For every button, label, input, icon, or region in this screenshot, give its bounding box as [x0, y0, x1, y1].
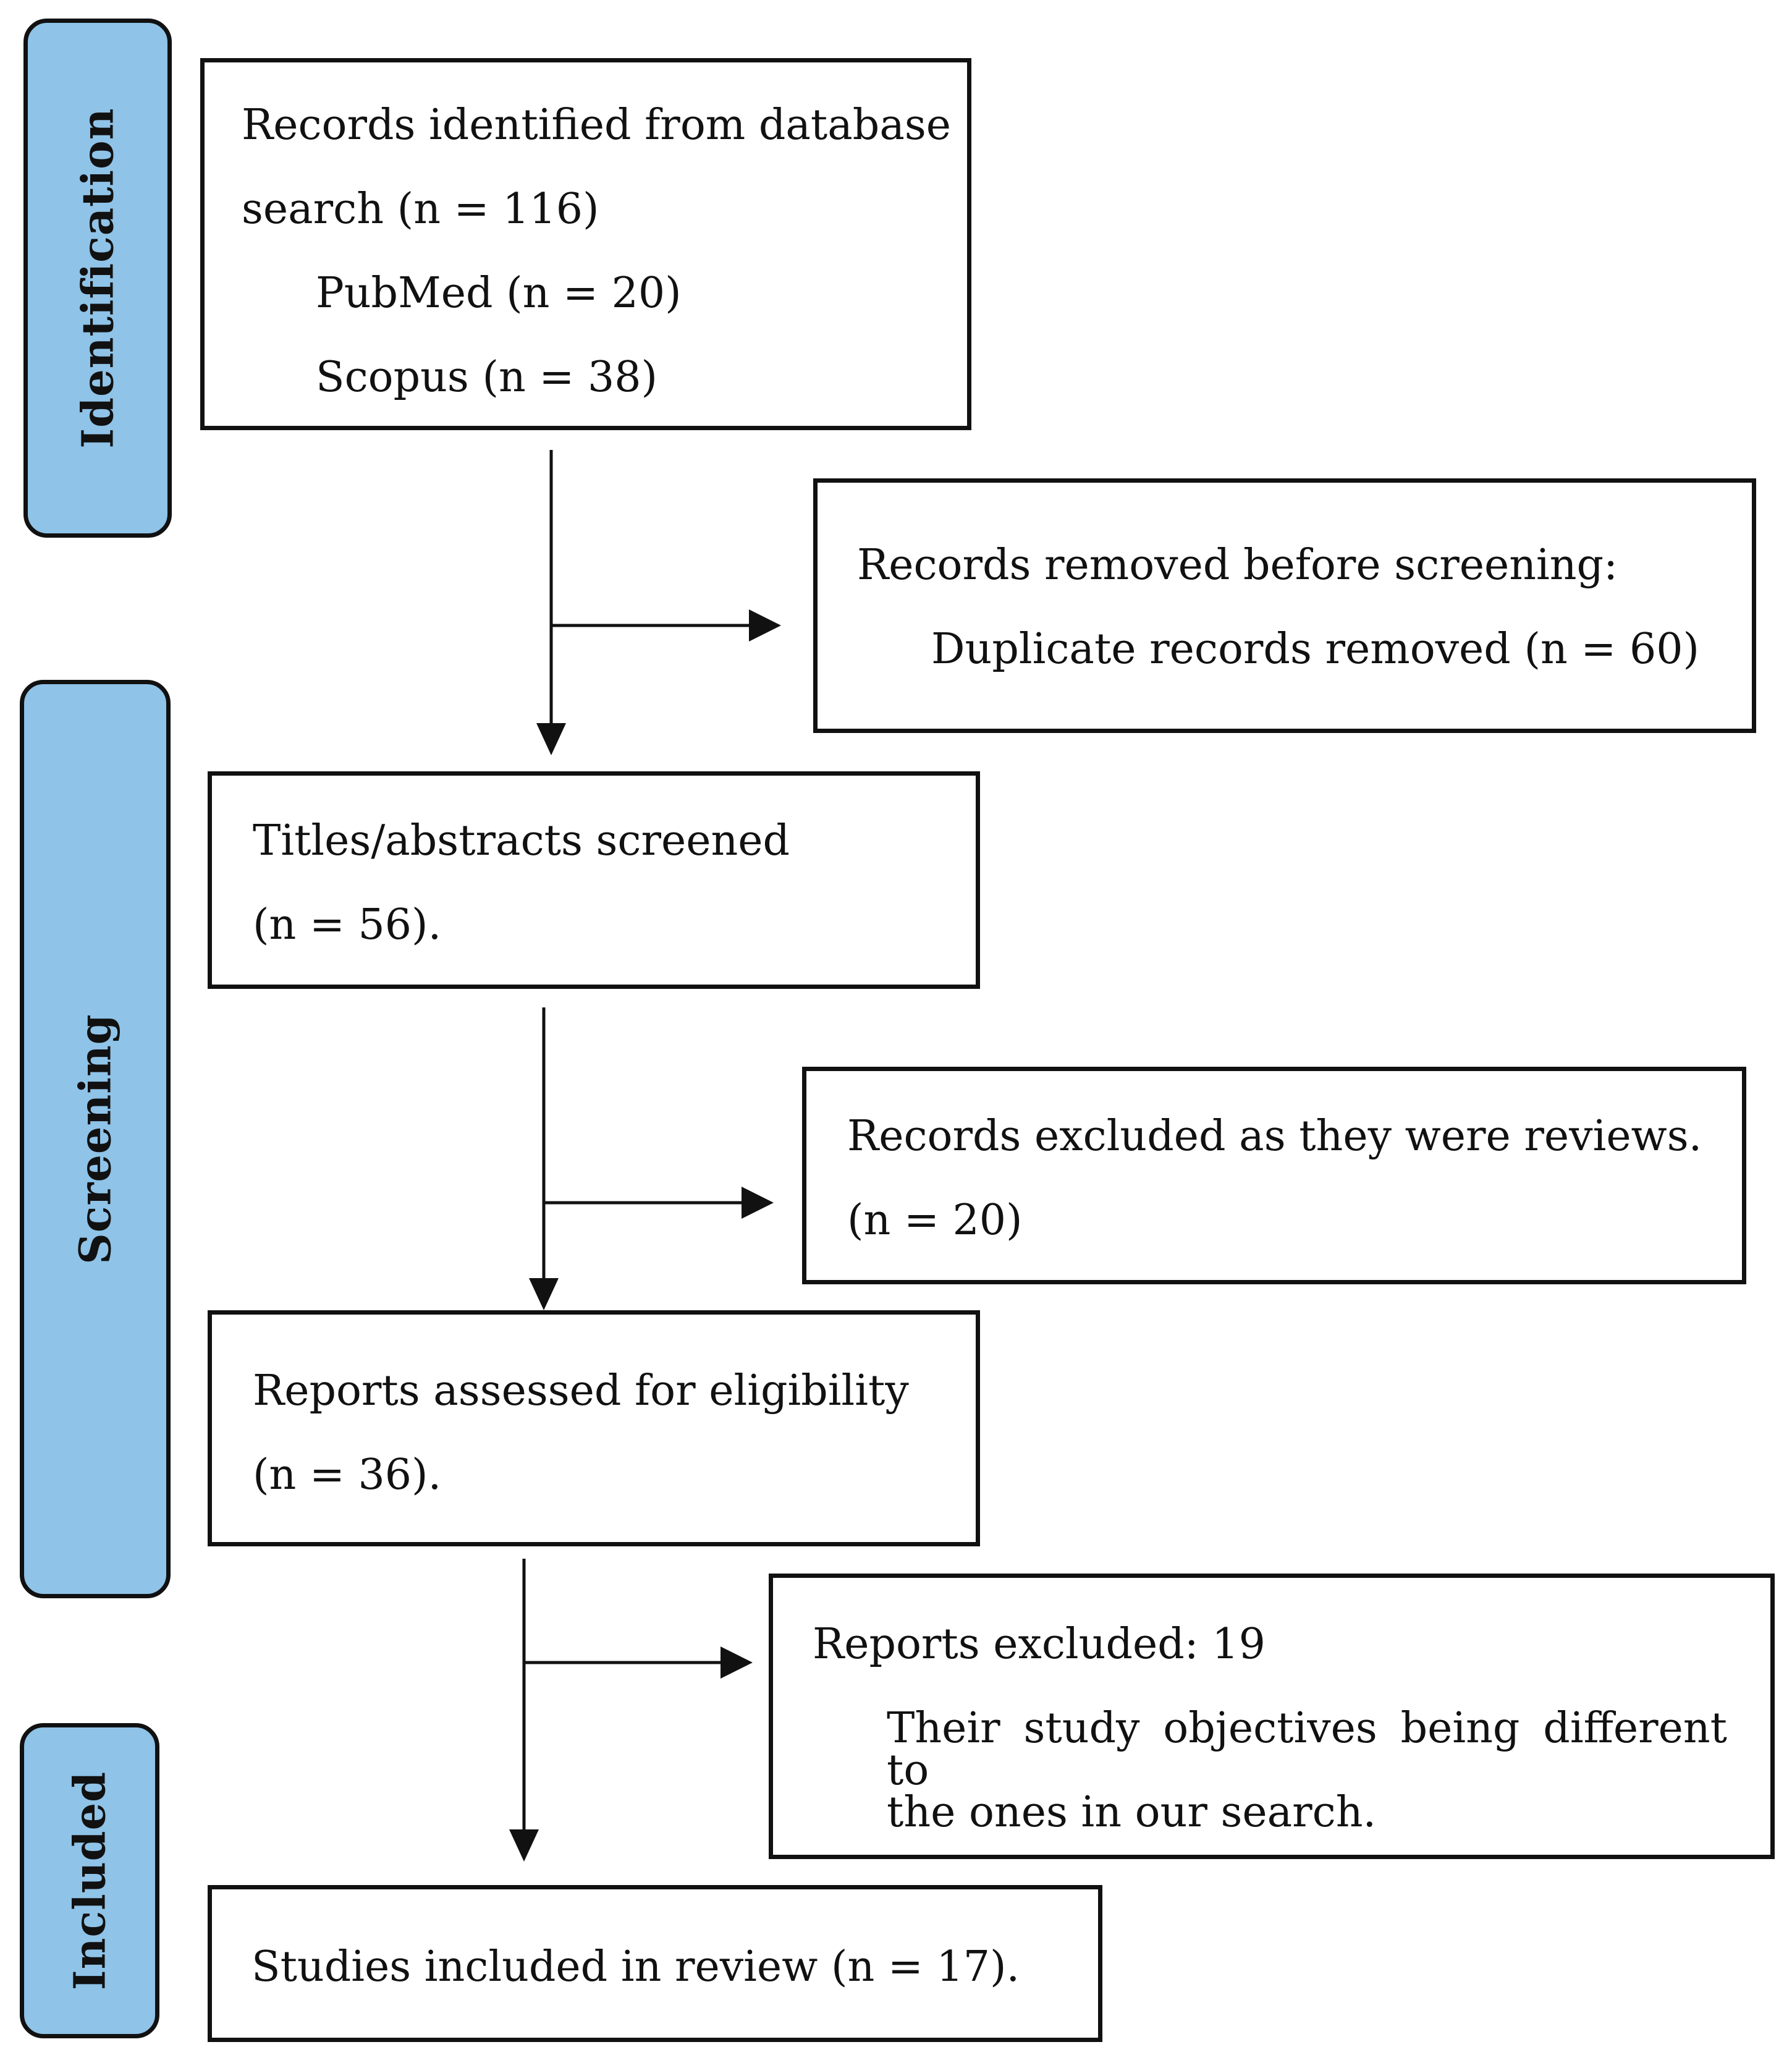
records-identified-pubmed: PubMed (n = 20) [316, 269, 682, 318]
arrow-down-2 [529, 1278, 559, 1310]
records-removed-line1: Records removed before screening: [857, 541, 1618, 590]
records-identified-box: Records identified from database search … [200, 58, 971, 430]
records-excluded-line2: (n = 20) [847, 1196, 1023, 1245]
records-excluded-box: Records excluded as they were reviews. (… [802, 1067, 1746, 1284]
reports-excluded-line1: Reports excluded: 19 [813, 1620, 1266, 1669]
records-identified-line2: search (n = 116) [242, 185, 599, 234]
records-excluded-line1: Records excluded as they were reviews. [847, 1112, 1702, 1161]
studies-included-line1: Studies included in review (n = 17). [251, 1943, 1020, 1991]
reports-excluded-box: Reports excluded: 19 Their study objecti… [769, 1574, 1775, 1859]
records-identified-scopus: Scopus (n = 38) [316, 353, 658, 402]
reports-assessed-line1: Reports assessed for eligibility [253, 1366, 909, 1415]
arrow-right-3 [721, 1646, 753, 1679]
records-identified-line1: Records identified from database [242, 101, 951, 150]
reports-excluded-line3: the ones in our search. [887, 1788, 1377, 1837]
phase-included: Included [20, 1723, 159, 2038]
phase-identification: Identification [23, 19, 172, 538]
titles-screened-line2: (n = 56). [253, 900, 442, 949]
arrow-right-2 [742, 1187, 774, 1219]
arrow-down-3 [509, 1829, 539, 1862]
records-removed-box: Records removed before screening: Duplic… [813, 478, 1756, 733]
titles-screened-box: Titles/abstracts screened (n = 56). [208, 771, 980, 989]
arrow-down-1 [536, 723, 566, 755]
titles-screened-line1: Titles/abstracts screened [253, 816, 790, 865]
phase-screening: Screening [20, 680, 171, 1598]
reports-excluded-line2: Their study objectives being different t… [887, 1704, 1727, 1795]
records-removed-line2: Duplicate records removed (n = 60) [931, 625, 1700, 674]
arrow-right-1 [749, 609, 781, 642]
reports-assessed-box: Reports assessed for eligibility (n = 36… [208, 1310, 980, 1546]
reports-assessed-line2: (n = 36). [253, 1451, 442, 1499]
studies-included-box: Studies included in review (n = 17). [208, 1885, 1102, 2042]
